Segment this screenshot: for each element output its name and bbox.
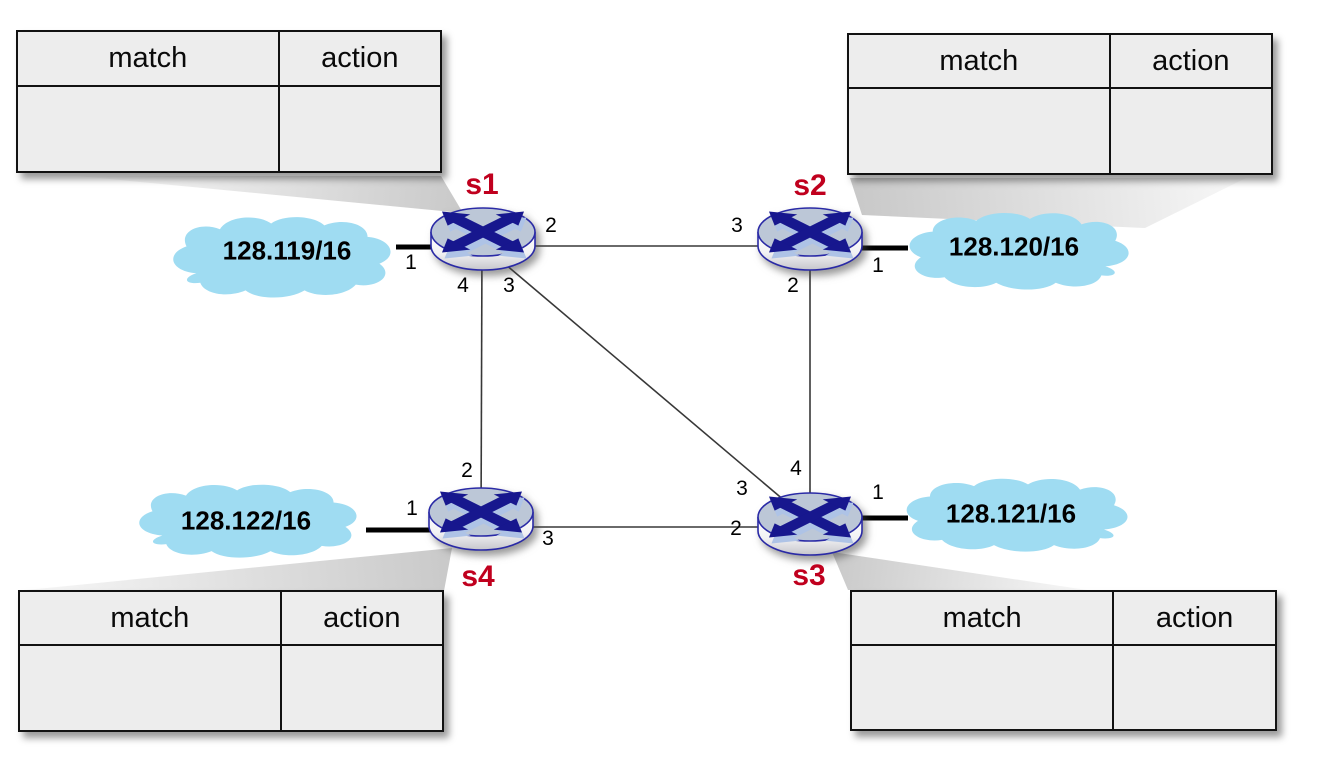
port-label-s3-1: 1	[872, 481, 884, 504]
port-label-s2-3: 3	[731, 214, 743, 237]
callout-funnel-table-s1	[78, 176, 463, 213]
port-label-s2-1: 1	[872, 254, 884, 277]
table-cell	[852, 646, 1115, 729]
switch-label-s2: s2	[793, 169, 827, 202]
table-cell	[282, 646, 442, 730]
port-label-s1-3: 3	[503, 274, 515, 297]
table-cell	[849, 89, 1111, 173]
flow-table-s4-header: match action	[20, 592, 442, 647]
flow-table-s2: match action	[847, 33, 1273, 175]
network-label-128-119: 128.119/16	[222, 235, 352, 266]
switch-icon-s1	[431, 206, 538, 270]
switch-label-s4: s4	[461, 560, 495, 593]
port-label-s1-2: 2	[545, 214, 557, 237]
flow-table-s3: match action	[850, 590, 1277, 731]
table-cell	[280, 87, 440, 171]
column-header-match: match	[18, 32, 280, 85]
callout-funnel-table-s2	[850, 178, 1246, 228]
switch-icon-s2	[758, 206, 865, 270]
column-header-match: match	[20, 592, 282, 645]
link-s1-s3	[491, 252, 799, 513]
flow-table-s3-header: match action	[852, 592, 1275, 647]
table-cell	[20, 646, 282, 730]
callout-funnel-table-s4	[16, 548, 452, 591]
table-cell	[1111, 89, 1271, 173]
port-label-s3-3: 3	[736, 477, 748, 500]
flow-table-s1: match action	[16, 30, 442, 173]
switch-icon-s3	[758, 491, 865, 555]
column-header-action: action	[321, 41, 399, 74]
flow-table-s1-empty-row	[18, 86, 440, 171]
link-s1-s4	[480, 245, 483, 528]
switch-label-s3: s3	[792, 559, 826, 592]
network-label-128-120: 128.120/16	[948, 231, 1080, 262]
flow-table-s2-header: match action	[849, 35, 1271, 90]
flow-table-s4-empty-row	[20, 646, 442, 730]
column-header-action: action	[1155, 601, 1234, 634]
port-label-s1-4: 4	[457, 274, 469, 297]
table-cell	[1114, 646, 1275, 729]
flow-table-s4: match action	[18, 590, 444, 732]
port-label-s2-2: 2	[787, 274, 799, 297]
flow-table-s2-empty-row	[849, 89, 1271, 173]
column-header-action: action	[1152, 44, 1230, 77]
switch-icon-s4	[429, 486, 536, 550]
column-header-match: match	[849, 35, 1111, 88]
port-label-s1-1: 1	[405, 251, 417, 274]
column-header-match: match	[852, 592, 1115, 645]
flow-table-s3-empty-row	[852, 646, 1275, 729]
flow-table-s1-header: match action	[18, 32, 440, 87]
network-label-128-122: 128.122/16	[180, 505, 312, 536]
port-label-s4-1: 1	[406, 497, 418, 520]
table-cell	[18, 86, 280, 171]
column-header-action: action	[323, 601, 401, 634]
port-label-s3-4: 4	[790, 457, 802, 480]
port-label-s4-2: 2	[461, 459, 473, 482]
switch-label-s1: s1	[465, 168, 499, 201]
network-label-128-121: 128.121/16	[945, 498, 1077, 529]
callout-funnel-table-s3	[832, 552, 1087, 590]
port-label-s3-2: 2	[730, 517, 742, 540]
port-label-s4-3: 3	[542, 527, 554, 550]
